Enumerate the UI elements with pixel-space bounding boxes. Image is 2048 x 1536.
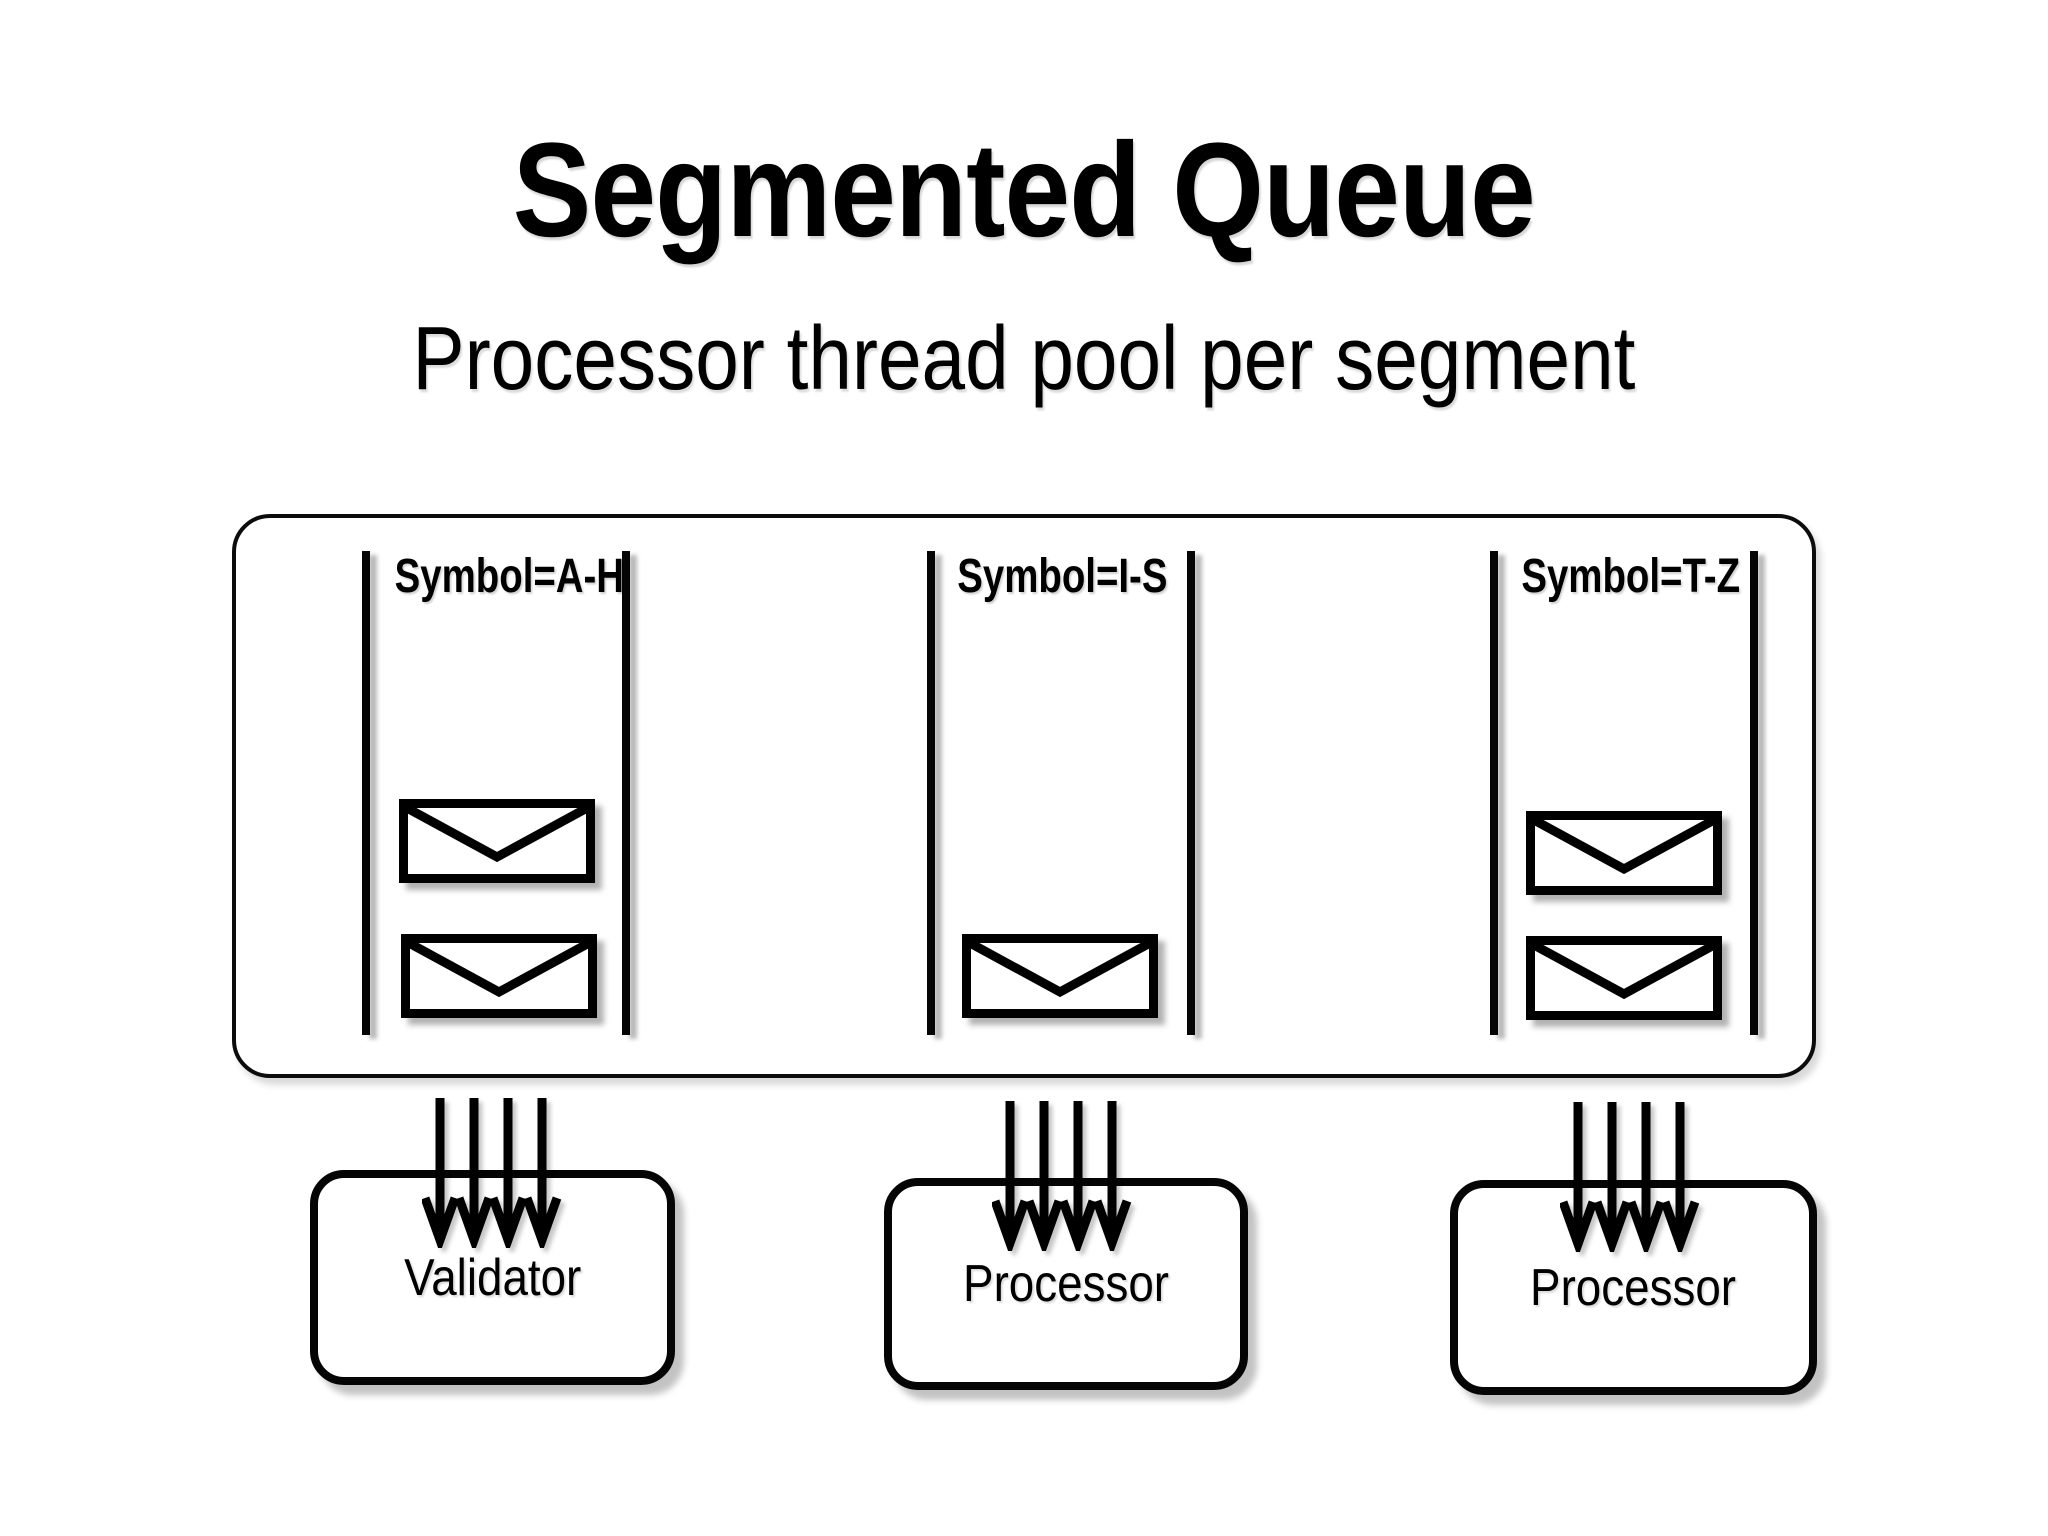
envelope-icon: [399, 799, 595, 883]
page-title: Segmented Queue: [512, 116, 1536, 265]
thread-arrows: [992, 1101, 1132, 1251]
validator-box: Validator: [310, 1170, 675, 1385]
queue-wall-left: [1490, 551, 1498, 1035]
segment-label: Symbol=I-S: [957, 550, 1168, 603]
envelope-icon: [1526, 936, 1722, 1020]
segment-label: Symbol=A-H: [394, 550, 625, 603]
queue-wall-right: [1187, 551, 1195, 1035]
worker-label: Validator: [403, 1248, 582, 1307]
segment-label: Symbol=T-Z: [1521, 550, 1741, 603]
envelope-icon: [962, 934, 1158, 1018]
processor-box: Processor: [884, 1178, 1248, 1390]
envelope-icon: [1526, 811, 1722, 895]
queue-wall-right: [1750, 551, 1758, 1035]
queue-wall-right: [622, 551, 630, 1035]
page-subtitle: Processor thread pool per segment: [412, 309, 1636, 409]
queue-wall-left: [927, 551, 935, 1035]
queue-wall-left: [362, 551, 370, 1035]
envelope-icon: [401, 934, 597, 1018]
thread-arrows: [422, 1098, 562, 1248]
worker-label: Processor: [1530, 1258, 1737, 1317]
thread-arrows: [1560, 1102, 1700, 1252]
worker-label: Processor: [962, 1255, 1169, 1313]
